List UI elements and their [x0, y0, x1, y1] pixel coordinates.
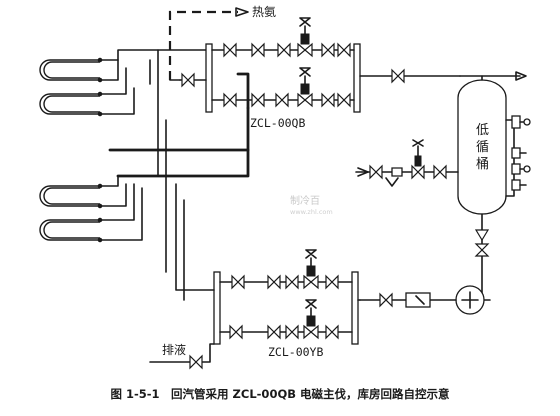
coil-headers — [99, 49, 211, 241]
vessel-name-char: 低 — [476, 123, 489, 138]
solenoid-valve-liquid — [411, 139, 425, 180]
gate-valve — [325, 274, 339, 290]
drain-label: 排液 — [162, 342, 186, 357]
gate-valve — [229, 324, 243, 340]
gate-valve — [325, 324, 339, 340]
vessel-name-label: 低 循 桶 — [476, 123, 493, 172]
figure-caption: 图 1-5-1 回汽管采用 ZCL-00QB 电磁主伐，库房回路自控示意 — [110, 387, 450, 401]
gate-valve — [277, 42, 291, 58]
upper-evaporator-coils — [39, 57, 103, 117]
hot-ammonia-label: 热氨 — [252, 5, 276, 19]
gate-valve — [189, 354, 203, 370]
gate-valve — [223, 92, 237, 108]
gate-valve — [223, 42, 237, 58]
bottom-group-model-label: ZCL-00YB — [268, 345, 323, 359]
liquid-branch-lines — [149, 49, 215, 301]
gate-valve — [275, 92, 289, 108]
check-valve — [474, 229, 490, 242]
gate-valve — [433, 164, 447, 180]
gate-valve — [337, 92, 351, 108]
strainer-box — [405, 292, 431, 308]
gate-valve — [369, 164, 383, 180]
gate-valve — [181, 72, 195, 88]
solenoid-valve-upper — [297, 17, 313, 58]
pump-discharge-line — [359, 292, 457, 308]
watermark-url: www.zhl.com — [290, 208, 333, 216]
gate-valve — [285, 274, 299, 290]
gate-valve — [321, 42, 335, 58]
bottom-valve-group — [213, 249, 361, 345]
gate-valve — [391, 68, 405, 84]
pump-suction-line — [474, 213, 491, 301]
gate-valve — [267, 274, 281, 290]
solenoid-valve-lower — [297, 67, 313, 108]
gate-valve — [321, 92, 335, 108]
gate-valve — [474, 243, 490, 257]
main-suction-pipe — [108, 72, 250, 178]
vessel-name-char: 循 — [476, 140, 489, 155]
vessel-name-char: 桶 — [476, 157, 489, 172]
lower-evaporator-coils — [39, 183, 103, 243]
refrigeration-control-diagram: 热氨 — [39, 5, 531, 370]
low-pressure-circulating-vessel — [457, 71, 531, 215]
gate-valve — [267, 324, 281, 340]
solenoid-valve-lower — [303, 299, 319, 340]
filter-strainer — [385, 167, 403, 187]
hot-gas-line — [168, 7, 249, 81]
gate-valve — [285, 324, 299, 340]
gate-valve — [251, 92, 265, 108]
drain-line — [149, 343, 215, 370]
gate-valve — [251, 42, 265, 58]
gate-valve — [231, 274, 245, 290]
watermark-site: 制冷百 — [290, 194, 320, 207]
gate-valve — [379, 292, 393, 308]
gate-valve — [337, 42, 351, 58]
top-valve-group — [179, 17, 461, 113]
liquid-supply-line — [355, 139, 459, 187]
ammonia-pump — [455, 285, 485, 315]
top-group-model-label: ZCL-00QB — [250, 116, 305, 130]
solenoid-valve-upper — [303, 249, 319, 290]
